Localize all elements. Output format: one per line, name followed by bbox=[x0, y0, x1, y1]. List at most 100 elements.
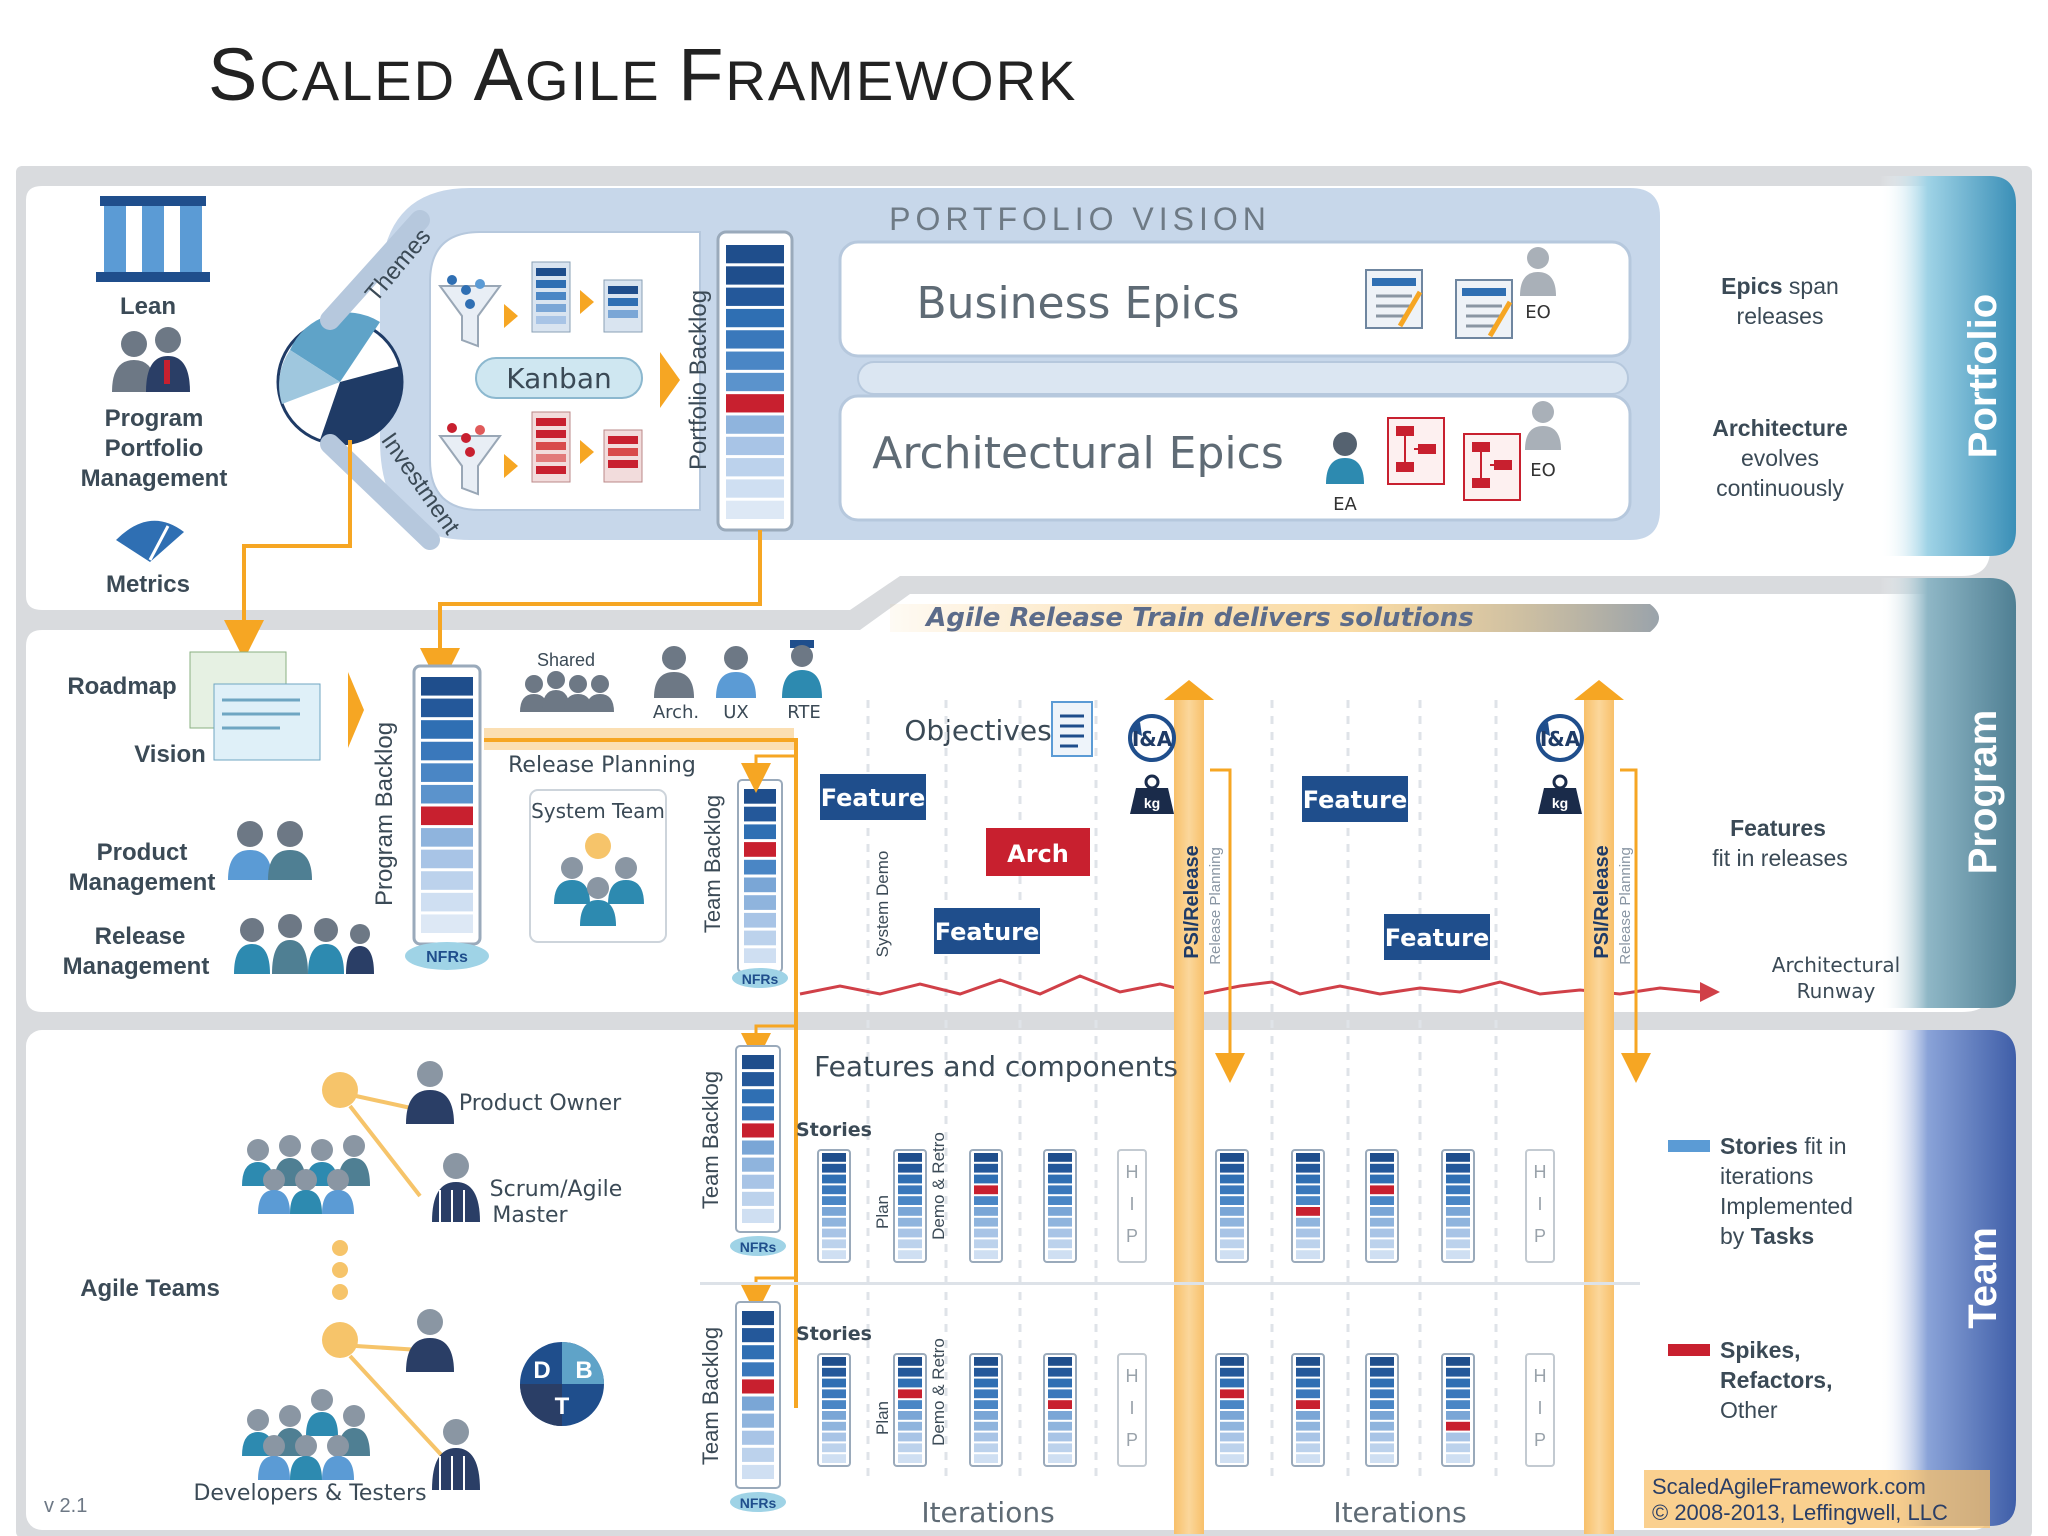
dbt-d: D bbox=[533, 1357, 550, 1384]
iteration-story bbox=[1370, 1239, 1394, 1249]
iteration-story bbox=[974, 1239, 998, 1249]
iteration-story bbox=[1220, 1207, 1244, 1216]
iteration-story bbox=[1048, 1411, 1072, 1420]
program-team-backlog-item bbox=[744, 930, 776, 946]
kg-label-2: kg bbox=[1552, 795, 1568, 811]
program-nfrs-badge bbox=[405, 942, 489, 970]
feature-label-3: Feature bbox=[1303, 786, 1408, 814]
program-team-backlog-item bbox=[744, 806, 776, 822]
team-backlog-1-item bbox=[742, 1089, 774, 1104]
iteration-story bbox=[898, 1239, 922, 1249]
iteration-story bbox=[1048, 1153, 1072, 1162]
program-backlog-item bbox=[421, 828, 473, 847]
program-backlog-items bbox=[421, 677, 473, 933]
hip-letter: I bbox=[1129, 1194, 1134, 1214]
release-management-people-icon bbox=[234, 914, 374, 974]
iteration-story bbox=[1296, 1400, 1320, 1409]
connector-release-planning bbox=[484, 738, 798, 1408]
roadmap-label: Roadmap bbox=[67, 673, 176, 700]
architectural-epics-label: Architectural Epics bbox=[872, 428, 1284, 479]
program-backlog-item bbox=[421, 914, 473, 933]
iteration-story bbox=[974, 1432, 998, 1442]
iteration-story bbox=[1296, 1228, 1320, 1238]
kanban-button bbox=[475, 357, 643, 399]
iteration-story bbox=[1296, 1153, 1320, 1162]
team-panel bbox=[26, 1030, 1990, 1530]
iteration-story bbox=[1370, 1207, 1394, 1216]
scrum-master-label-2: Master bbox=[492, 1203, 568, 1228]
iteration-story bbox=[1446, 1217, 1470, 1227]
business-epic-doc-icon-2 bbox=[1455, 279, 1513, 339]
iteration-story bbox=[1370, 1174, 1394, 1184]
iteration-story bbox=[822, 1239, 846, 1249]
team-nfrs-label-1: NFRs bbox=[740, 1239, 777, 1255]
arch-epic-diagram-icon-2 bbox=[1463, 433, 1521, 501]
objectives-doc-icon bbox=[1051, 701, 1093, 757]
demo-retro-label-1: Demo & Retro bbox=[929, 1132, 948, 1240]
iteration-story bbox=[1048, 1400, 1072, 1409]
portfolio-backlog-item bbox=[726, 245, 784, 264]
iterations-label-2: Iterations bbox=[1333, 1496, 1466, 1529]
eo-label-2: EO bbox=[1530, 460, 1556, 481]
iteration-story bbox=[974, 1411, 998, 1420]
ea-label: EA bbox=[1333, 494, 1357, 515]
program-backlog-item bbox=[421, 741, 473, 761]
team-backlog-2-item bbox=[742, 1447, 774, 1462]
iteration-story bbox=[1446, 1357, 1470, 1366]
iteration-story bbox=[1048, 1389, 1072, 1399]
ia-label-1: I&A bbox=[1132, 727, 1173, 751]
iteration-story bbox=[1296, 1432, 1320, 1442]
kanban-stack-blue-1 bbox=[531, 261, 571, 333]
iteration-story bbox=[822, 1196, 846, 1205]
iteration-story bbox=[1446, 1239, 1470, 1249]
iteration-story bbox=[822, 1432, 846, 1442]
hip-letter: I bbox=[1129, 1398, 1134, 1418]
connector-to-program-team bbox=[741, 754, 796, 793]
iteration-story bbox=[1296, 1357, 1320, 1366]
system-demo-label: System Demo bbox=[873, 851, 892, 958]
arch-epic-diagram-icon bbox=[1387, 417, 1445, 485]
iteration-story bbox=[1048, 1217, 1072, 1227]
ux-person-icon bbox=[716, 646, 756, 698]
connector-ppm-to-program bbox=[224, 440, 352, 660]
iteration-story bbox=[1048, 1207, 1072, 1216]
portfolio-backlog-label: Portfolio Backlog bbox=[685, 290, 712, 470]
iteration-story bbox=[1296, 1163, 1320, 1173]
iteration-story bbox=[1370, 1411, 1394, 1420]
release-planning-label: Release Planning bbox=[508, 753, 696, 778]
feature-label-2: Feature bbox=[935, 918, 1040, 946]
iteration-story bbox=[1446, 1250, 1470, 1259]
iteration-story bbox=[1220, 1443, 1244, 1453]
ia-cycle-icon-2 bbox=[1536, 714, 1584, 762]
iteration-story bbox=[1296, 1443, 1320, 1453]
iteration-story bbox=[1370, 1367, 1394, 1377]
program-team-backlog-item bbox=[744, 842, 776, 857]
portfolio-backlog-item bbox=[726, 287, 784, 306]
iteration-story bbox=[898, 1228, 922, 1238]
metrics-label: Metrics bbox=[106, 571, 190, 598]
portfolio-backlog-item bbox=[726, 394, 784, 413]
program-team-backlog-item bbox=[744, 824, 776, 840]
hip-letter: H bbox=[1126, 1162, 1139, 1182]
stories-legend-line4: by Tasks bbox=[1720, 1223, 1814, 1249]
team-band bbox=[1880, 1030, 2016, 1526]
product-management-people-icon bbox=[228, 821, 312, 880]
team-band-label: Team bbox=[1961, 1227, 2005, 1329]
product-owner-label: Product Owner bbox=[459, 1091, 622, 1116]
iteration-story bbox=[1446, 1378, 1470, 1388]
rm-label-1: Release bbox=[95, 923, 186, 950]
iteration-story bbox=[1220, 1250, 1244, 1259]
ia-label-2: I&A bbox=[1540, 727, 1581, 751]
team-backlog-label-2: Team Backlog bbox=[698, 1327, 723, 1465]
connector-portfolio-backlog-to-program bbox=[420, 530, 762, 688]
iteration-story bbox=[822, 1250, 846, 1259]
iteration-story bbox=[974, 1196, 998, 1205]
iteration-story bbox=[1296, 1250, 1320, 1259]
team-backlog-items-1 bbox=[742, 1055, 774, 1223]
iteration-story bbox=[1370, 1250, 1394, 1259]
program-backlog-item bbox=[421, 871, 473, 890]
hip-letter: P bbox=[1534, 1226, 1546, 1246]
iteration-story bbox=[1048, 1454, 1072, 1463]
iteration-story bbox=[898, 1378, 922, 1388]
developers-testers-label: Developers & Testers bbox=[193, 1481, 426, 1506]
